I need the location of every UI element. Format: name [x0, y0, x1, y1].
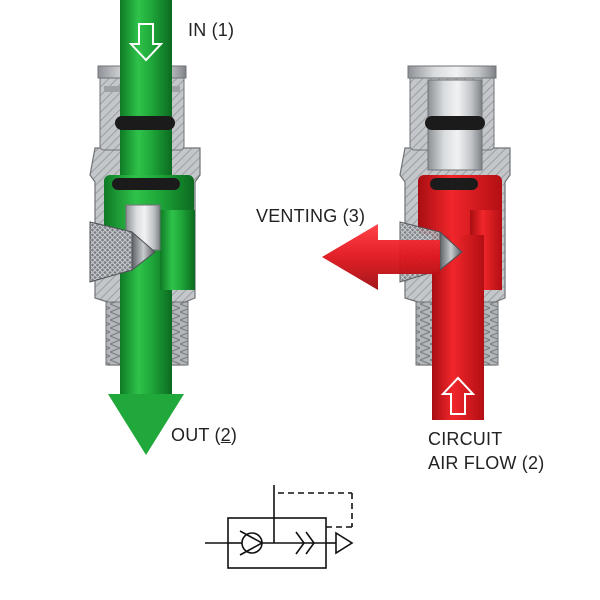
label-in: IN (1) — [188, 20, 235, 40]
label-circuit-air-flow: CIRCUIT AIR FLOW (2) — [428, 427, 544, 475]
venting-arrow — [322, 224, 440, 290]
check-valve-symbol — [241, 532, 263, 554]
exhaust-triangle-icon — [335, 531, 354, 555]
down-arrow-icon — [128, 23, 164, 62]
label-out-number: 2 — [220, 425, 231, 445]
left-oring — [115, 116, 175, 130]
pneumatic-symbol — [205, 485, 354, 569]
label-circuit-line1: CIRCUIT — [428, 429, 503, 449]
label-out-prefix: OUT ( — [171, 425, 221, 445]
label-venting: VENTING (3) — [256, 206, 366, 226]
right-valve — [322, 65, 511, 420]
label-out-suffix: ) — [230, 425, 238, 445]
left-out-arrowhead — [108, 394, 184, 455]
label-circuit-line2: AIR FLOW (2) — [428, 453, 545, 473]
label-out: OUT (2) — [171, 425, 237, 446]
up-arrow-icon — [440, 376, 476, 415]
left-valve — [89, 0, 201, 455]
